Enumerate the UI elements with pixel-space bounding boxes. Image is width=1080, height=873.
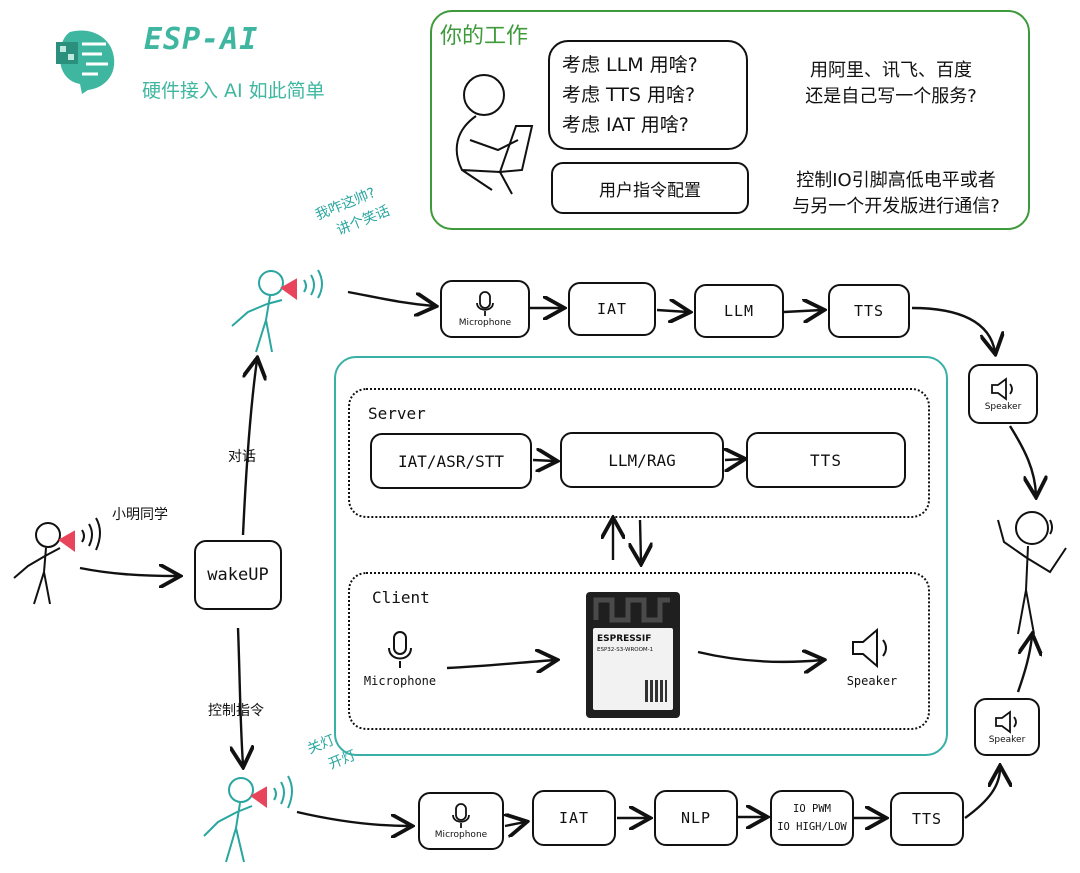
user-command-config-button[interactable]: 用户指令配置 — [551, 162, 749, 214]
config-note: 控制IO引脚高低电平或者 与另一个开发版进行通信? — [776, 168, 1016, 220]
bottom-iat-box: IAT — [532, 790, 616, 846]
chip-brand: ESPRESSIF — [597, 634, 652, 644]
top-mic-label: Microphone — [458, 318, 512, 328]
arrow-mic-to-chip-client — [446, 660, 555, 668]
chip-qr-code — [645, 680, 667, 702]
arrow-speaker-to-mic-top — [347, 290, 434, 306]
top-llm-box: LLM — [694, 284, 784, 338]
speaker-icon — [995, 710, 1017, 734]
top-microphone-box: Microphone — [440, 280, 530, 338]
question-note-line-1: 用阿里、讯飞、百度 — [810, 60, 972, 81]
io-high-low-label: IO HIGH/LOW — [777, 821, 847, 833]
server-title: Server — [368, 404, 426, 423]
client-title: Client — [372, 588, 430, 607]
arrow-iat-to-llm-server — [532, 460, 555, 461]
arrow-speaker-to-person-top — [1008, 425, 1036, 495]
bottom-nlp-box: NLP — [654, 790, 738, 846]
arrow-chip-to-speaker-client — [697, 652, 822, 662]
arrow-speaker-to-mic-bottom — [296, 810, 410, 826]
person-working-figure — [455, 74, 534, 195]
person-listener-figure — [997, 511, 1067, 635]
client-mic-label: Microphone — [363, 674, 437, 688]
speaker-icon — [852, 627, 887, 669]
wake-speech: 小明同学 — [112, 507, 168, 523]
questions-box: 考虑 LLM 用啥? 考虑 TTS 用啥? 考虑 IAT 用啥? — [548, 40, 748, 150]
bottom-speaker-label: Speaker — [988, 735, 1026, 745]
bottom-mic-label: Microphone — [434, 830, 488, 840]
arrow-tts-to-speaker-bottom — [964, 768, 1000, 819]
arrow-tts-to-speaker-top — [911, 306, 995, 352]
brand-subtitle: 硬件接入 AI 如此简单 — [142, 80, 325, 102]
arrow-llm-to-tts-top — [783, 310, 822, 312]
microphone-icon — [476, 291, 494, 316]
io-pwm-label: IO PWM — [793, 803, 831, 815]
top-speaker-box: Speaker — [968, 364, 1038, 424]
dialog-edge-label: 对话 — [228, 449, 256, 465]
bottom-microphone-box: Microphone — [418, 792, 504, 850]
config-note-line-1: 控制IO引脚高低电平或者 — [796, 170, 996, 191]
your-work-title: 你的工作 — [440, 24, 529, 49]
top-tts-box: TTS — [828, 284, 910, 338]
question-iat: 考虑 IAT 用啥? — [562, 114, 689, 136]
bottom-io-box: IO PWM IO HIGH/LOW — [770, 790, 854, 846]
microphone-icon — [452, 803, 470, 828]
brand-title: ESP-AI — [144, 22, 259, 57]
arrow-speech-to-wake — [79, 568, 178, 576]
person-control-figure — [203, 775, 293, 863]
client-speaker: Speaker — [832, 626, 912, 688]
client-speaker-label: Speaker — [846, 674, 898, 688]
your-work-panel — [430, 10, 1030, 230]
question-note: 用阿里、讯飞、百度 还是自己写一个服务? — [786, 58, 996, 110]
brand-logo — [52, 24, 120, 96]
system-panel — [334, 356, 948, 756]
person-dialog-figure — [231, 269, 323, 353]
speaker-icon — [991, 377, 1013, 401]
arrow-iat-to-llm-top — [656, 310, 688, 312]
arrow-server-to-client — [640, 519, 641, 562]
arrow-llm-to-tts-server — [725, 459, 743, 460]
arrow-wake-to-dialog — [241, 360, 257, 536]
microphone-icon — [388, 631, 412, 668]
bottom-speaker-box: Speaker — [974, 698, 1040, 756]
control-edge-label: 控制指令 — [208, 703, 264, 719]
esp32-chip: ESPRESSIF ESP32-S3-WROOM-1 — [586, 592, 680, 718]
server-iat-box: IAT/ASR/STT — [370, 433, 532, 489]
arrow-wake-to-control — [238, 627, 243, 765]
arrow-speaker-to-person-bottom — [1016, 636, 1032, 693]
bottom-tts-box: TTS — [890, 792, 964, 846]
wakeup-box: wakeUP — [194, 540, 282, 610]
top-speaker-label: Speaker — [984, 402, 1022, 412]
client-microphone: Microphone — [362, 630, 438, 688]
robot-head-icon — [56, 30, 115, 94]
chip-shield: ESPRESSIF ESP32-S3-WROOM-1 — [593, 628, 673, 710]
chip-model: ESP32-S3-WROOM-1 — [597, 647, 654, 653]
server-panel — [348, 388, 930, 518]
question-llm: 考虑 LLM 用啥? — [562, 54, 698, 76]
server-tts-box: TTS — [746, 432, 906, 488]
top-iat-box: IAT — [568, 282, 656, 336]
config-note-line-2: 与另一个开发版进行通信? — [792, 196, 1000, 217]
client-panel — [348, 572, 930, 730]
arrow-mic-to-iat-bottom — [505, 822, 525, 826]
question-note-line-2: 还是自己写一个服务? — [805, 86, 977, 107]
person-wake-figure — [13, 517, 101, 605]
server-llm-box: LLM/RAG — [560, 432, 724, 488]
question-tts: 考虑 TTS 用啥? — [562, 84, 696, 106]
antenna-trace-icon — [593, 597, 670, 623]
